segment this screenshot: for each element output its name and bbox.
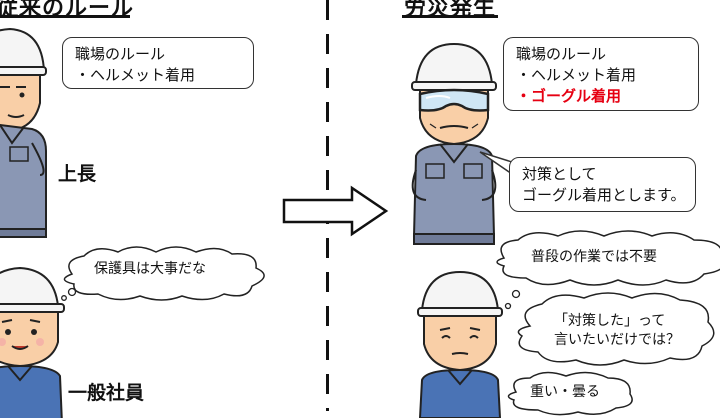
left-section-title: 従来のルール xyxy=(0,0,135,21)
speech-line: 対策として xyxy=(522,165,597,183)
thought-cloud-2 xyxy=(504,289,715,366)
thought-cloud-3 xyxy=(507,371,633,416)
thought-text-1: 普段の作業では不要 xyxy=(531,249,657,265)
boss-label: 上長 xyxy=(58,163,97,185)
transition-arrow-icon xyxy=(282,185,389,237)
left-thought-text: 保護具は大事だな xyxy=(94,261,206,277)
worker-illustration xyxy=(0,266,65,418)
thought-text-3: 重い・曇る xyxy=(530,384,600,400)
left-rule-box: 職場のルール ・ヘルメット着用 xyxy=(62,37,254,89)
left-title-underline xyxy=(0,15,130,18)
worker-right-illustration xyxy=(417,270,503,418)
rule-heading: 職場のルール xyxy=(75,45,166,63)
rule-item-helmet: ・ヘルメット着用 xyxy=(516,66,637,84)
boss-illustration xyxy=(0,27,47,238)
thought-text-2b: 言いたいだけでは？ xyxy=(554,332,680,348)
right-rule-box: 職場のルール ・ヘルメット着用 ・ゴーグル着用 xyxy=(503,37,699,111)
rule-heading: 職場のルール xyxy=(516,45,607,63)
right-title-underline xyxy=(402,15,498,18)
thought-text-2a: 「対策した」って xyxy=(554,313,666,329)
rule-item-goggles: ・ゴーグル着用 xyxy=(516,87,622,105)
boss-with-goggles-illustration xyxy=(411,42,497,245)
left-thought-cloud xyxy=(61,246,265,301)
rule-item-helmet: ・ヘルメット着用 xyxy=(75,66,196,84)
speech-line: ゴーグル着用とします。 xyxy=(522,186,686,204)
thought-cloud-1 xyxy=(496,230,720,286)
boss-speech-bubble: 対策として ゴーグル着用とします。 xyxy=(509,157,696,212)
right-section-title: 労災発生 xyxy=(404,0,497,21)
worker-label: 一般社員 xyxy=(68,382,145,404)
